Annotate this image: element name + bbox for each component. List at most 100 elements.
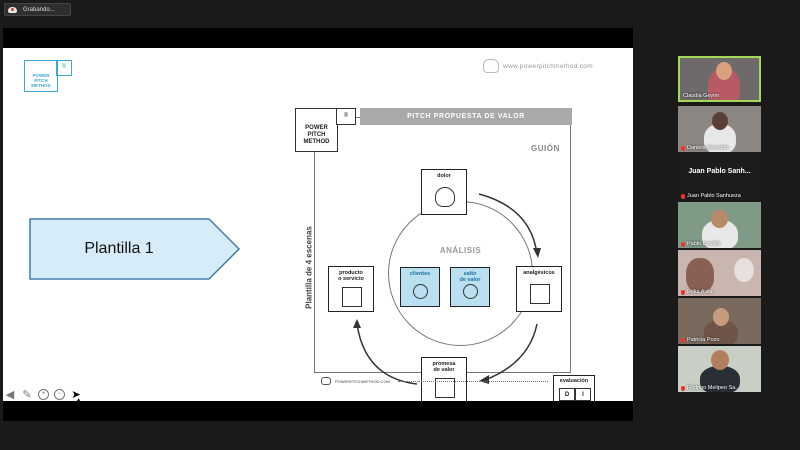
name-text: Daniela Acevedo	[687, 145, 729, 151]
muted-mic-icon	[681, 289, 685, 295]
participant-name: Patricia Pozo	[681, 337, 719, 343]
name-text: Rodrigo Melipeo Sa...	[687, 385, 740, 391]
registered-mark: ®	[56, 60, 72, 76]
participant-name: Juan Pablo Sanhueza	[681, 193, 741, 199]
canvas-header: PITCH PROPUESTA DE VALOR	[360, 108, 572, 125]
evaluacion-box: evaluación D I C R	[553, 375, 595, 401]
pills-icon	[530, 284, 550, 304]
muted-mic-icon	[681, 337, 685, 343]
analisis-title: ANÁLISIS	[439, 246, 482, 255]
name-text: Juan Pablo Sanhueza	[687, 193, 741, 199]
producto-line-1: producto	[339, 270, 363, 276]
participant-name: Daniela Acevedo	[681, 145, 728, 151]
participant-name: Rodrigo Melipeo Sa...	[681, 385, 740, 391]
producto-label: producto o servicio	[329, 270, 373, 282]
pen-icon[interactable]: ✎	[22, 388, 32, 401]
promesa-line-1: promesa	[432, 361, 456, 367]
participant-tile[interactable]: Pablo Castillo	[678, 202, 761, 248]
minus-icon[interactable]: −	[54, 388, 65, 400]
dolor-box: dolor	[421, 169, 467, 215]
value-pitch-canvas: PITCH PROPUESTA DE VALOR POWER PITCH MET…	[293, 88, 601, 401]
slideshow-toolbar: ◀ ✎ + − ➤	[4, 388, 82, 401]
muted-mic-icon	[681, 145, 685, 151]
participant-name: Erika Avila	[681, 289, 713, 295]
guion-label: GUIÓN	[531, 144, 560, 153]
muted-mic-icon	[681, 241, 685, 247]
hand-icon	[321, 377, 331, 385]
cycle-arrows	[353, 193, 541, 385]
name-text: Claudia Geyim	[683, 93, 720, 99]
logo-line: PITCH	[34, 78, 48, 83]
participant-face	[712, 112, 728, 130]
logo-line: METHOD	[303, 139, 330, 145]
cloud-record-icon	[8, 6, 17, 13]
clientes-box: clientes	[400, 267, 440, 307]
salto-de-valor-box: salto de valor	[450, 267, 490, 307]
participant-background	[734, 258, 754, 282]
participant-face	[711, 350, 729, 370]
name-text: Pablo Castillo	[687, 241, 721, 247]
producto-box: producto o servicio	[328, 266, 374, 312]
plantilla-arrow-shape	[29, 218, 241, 280]
dolor-label: dolor	[437, 173, 451, 179]
evaluacion-label: evaluación	[559, 378, 589, 384]
eval-cell-d: D	[559, 388, 575, 401]
arrow-left-icon[interactable]: ◀	[5, 388, 15, 401]
muted-mic-icon	[681, 385, 685, 391]
power-pitch-logo: POWER PITCH METHOD	[24, 60, 58, 92]
participant-tile[interactable]: Daniela Acevedo	[678, 106, 761, 152]
logo-line: POWER	[305, 125, 328, 131]
name-text: Erika Avila	[687, 289, 713, 295]
logo-line: PITCH	[307, 132, 326, 138]
participant-tile[interactable]: Rodrigo Melipeo Sa...	[678, 346, 761, 392]
promesa-de-valor-box: promesa de valor	[421, 357, 467, 401]
salto-de-valor-label: salto de valor	[451, 271, 489, 283]
producto-line-2: o servicio	[338, 276, 364, 282]
participant-face	[716, 62, 732, 80]
eval-cell-i: I	[575, 388, 591, 401]
heart-icon	[435, 187, 455, 207]
screen-share-area: POWER PITCH METHOD ® www.powerpitchmetho…	[3, 28, 633, 421]
analgesicos-box: analgésicos	[516, 266, 562, 312]
website-url: www.powerpitchmethod.com	[503, 62, 593, 70]
recording-label: Grabando...	[23, 6, 55, 13]
participant-display-name: Juan Pablo Sanh...	[688, 168, 751, 175]
participant-tile[interactable]: Claudia Geyim	[678, 56, 761, 102]
participant-tile[interactable]: Erika Avila	[678, 250, 761, 296]
plantilla-label: Plantilla 1	[84, 240, 154, 257]
canvas-logo: POWER PITCH METHOD	[295, 108, 338, 152]
participant-face	[711, 210, 728, 228]
participant-tile[interactable]: Juan Pablo Sanh... Juan Pablo Sanhueza	[678, 154, 761, 200]
dotted-line	[397, 380, 548, 382]
participant-video	[686, 258, 714, 292]
recording-indicator[interactable]: Grabando...	[4, 3, 71, 16]
certificate-icon	[435, 378, 455, 398]
arrow-right-icon[interactable]: ➤	[71, 388, 81, 401]
clientes-label: clientes	[409, 271, 431, 277]
website-header: www.powerpitchmethod.com	[483, 59, 593, 73]
presentation-slide: POWER PITCH METHOD ® www.powerpitchmetho…	[3, 48, 633, 401]
logo-line: POWER	[32, 73, 50, 78]
name-text: Patricia Pozo	[687, 337, 720, 343]
promesa-line-2: de valor	[433, 367, 455, 373]
jumping-person-icon	[463, 284, 478, 299]
participant-video	[700, 366, 740, 392]
hand-icon	[483, 59, 499, 73]
participant-tile[interactable]: Patricia Pozo	[678, 298, 761, 344]
canvas-registered-mark: ®	[336, 108, 356, 125]
hand-box-icon	[342, 287, 362, 307]
evaluacion-grid: D I C R	[559, 388, 591, 401]
salto-line-1: salto	[463, 271, 477, 277]
logo-line: METHOD	[31, 83, 51, 88]
promesa-label: promesa de valor	[422, 361, 466, 373]
plus-icon[interactable]: +	[38, 388, 49, 400]
salto-line-2: de valor	[459, 277, 481, 283]
canvas-footer: POWERPITCHMETHOD.COM	[321, 377, 548, 385]
participant-name: Claudia Geyim	[683, 93, 719, 99]
magnifier-user-icon	[413, 284, 428, 299]
participant-face	[713, 308, 729, 326]
footer-url: POWERPITCHMETHOD.COM	[335, 378, 390, 384]
analgesicos-label: analgésicos	[523, 270, 555, 276]
participant-name: Pablo Castillo	[681, 241, 721, 247]
muted-mic-icon	[681, 193, 685, 199]
